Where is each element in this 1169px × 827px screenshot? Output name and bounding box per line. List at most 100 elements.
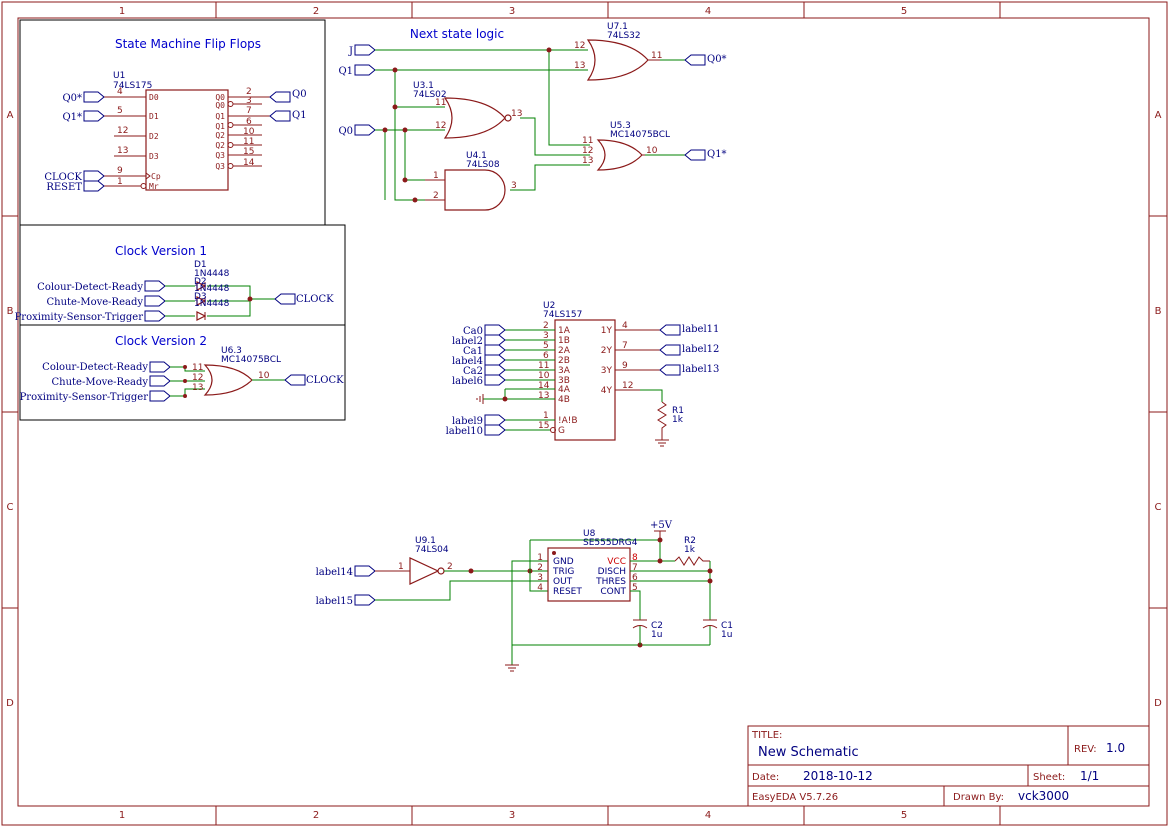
- u1-pin-num: 11: [243, 137, 254, 147]
- u1-flipflop-ic[interactable]: U1 74LS175 4 5 12 13 9 1 D0 D1 D2 D3 Cp …: [104, 71, 270, 191]
- vcc-label: +5V: [650, 520, 673, 531]
- pin-num: 11: [651, 51, 662, 61]
- d2-ref: D2: [194, 277, 207, 287]
- u8-pin-name: VCC: [607, 557, 626, 567]
- resistor-r1[interactable]: R1 1k: [657, 401, 684, 440]
- u8-555-timer[interactable]: U8 SE555DRG4 1 2 3 4 GND TRIG OUT RESET …: [537, 529, 638, 602]
- date-label: Date:: [752, 772, 779, 783]
- u1-pin-name: D3: [149, 152, 159, 161]
- u8-ref: U8: [583, 529, 596, 539]
- net-label: Ca0: [463, 326, 483, 337]
- u6-3-or-gate[interactable]: U6.3 MC14075BCL 11 12 13 10: [192, 346, 281, 396]
- u1-pin-name: Q0: [215, 93, 225, 102]
- u1-pin-name: Q1: [215, 112, 225, 121]
- net-label: CLOCK: [296, 294, 334, 305]
- col-label: 3: [509, 810, 515, 821]
- col-label: 5: [901, 810, 907, 821]
- u1-pin-num: 5: [117, 106, 123, 116]
- r1-ref: R1: [672, 406, 684, 416]
- pin-num: 10: [646, 146, 658, 156]
- net-label: CLOCK: [44, 172, 82, 183]
- r1-value: 1k: [672, 415, 684, 425]
- rev-label: REV:: [1074, 744, 1097, 755]
- pin-num: 11: [435, 98, 446, 108]
- section-title-next-state: Next state logic: [410, 27, 504, 41]
- diode-d2[interactable]: [196, 296, 207, 306]
- u2-netflags: Ca0 label2 Ca1 label4 Ca2 label6 label9 …: [446, 324, 720, 437]
- pin-num: 12: [435, 121, 446, 131]
- u8-pin-name: TRIG: [552, 567, 574, 577]
- col-label: 5: [901, 6, 907, 17]
- u6-3-part: MC14075BCL: [221, 355, 281, 365]
- u8-pin-num: 8: [632, 553, 638, 563]
- u2-ref: U2: [543, 301, 555, 311]
- net-label: Chute-Move-Ready: [51, 377, 148, 388]
- diode-d1[interactable]: [196, 281, 207, 291]
- row-label: A: [7, 110, 14, 121]
- u2-pin-name: G: [558, 426, 565, 436]
- pin-num: 13: [511, 109, 522, 119]
- title-value: New Schematic: [758, 745, 859, 760]
- u1-pin-name: D0: [149, 93, 159, 102]
- u2-pin-num: 15: [538, 421, 549, 431]
- u2-pin-name: 2B: [558, 356, 570, 366]
- resistor-r2[interactable]: R2 1k: [674, 536, 710, 566]
- r2-value: 1k: [684, 545, 696, 555]
- vcc-symbol: +5V: [650, 520, 673, 540]
- u1-pin-num: 4: [117, 87, 123, 97]
- capacitor-c2[interactable]: C2 1u: [632, 619, 663, 645]
- d3-part: 1N4448: [194, 299, 230, 309]
- col-label: 1: [119, 6, 125, 17]
- row-label: B: [1155, 306, 1162, 317]
- u1-pin-num: 6: [246, 117, 252, 127]
- u8-pin-name: CONT: [600, 587, 626, 597]
- next-state-logic: J Q1 Q0 U7.1 74LS32 12 13: [338, 22, 727, 211]
- pin-num: 3: [511, 181, 517, 191]
- pin-num: 1: [433, 171, 439, 181]
- u5-3-or-gate[interactable]: U5.3 MC14075BCL 11 12 13 10: [582, 121, 670, 171]
- section-title-flipflops: State Machine Flip Flops: [115, 37, 261, 51]
- u2-pin-num: 13: [538, 391, 549, 401]
- capacitor-c1[interactable]: C1 1u: [702, 619, 733, 645]
- u9-1-inverter[interactable]: U9.1 74LS04 1 2: [398, 536, 453, 585]
- u8-pin-num: 1: [537, 553, 543, 563]
- u2-pin-num: 6: [543, 351, 549, 361]
- u8-pin-name: OUT: [553, 577, 573, 587]
- u3-1-nor-gate[interactable]: U3.1 74LS02 11 12 13: [413, 81, 522, 139]
- ground-symbol: [505, 664, 519, 672]
- diode-d3[interactable]: [196, 311, 207, 321]
- net-label: Colour-Detect-Ready: [42, 362, 148, 373]
- section-title-clock-v2: Clock Version 2: [115, 334, 207, 348]
- pin-num: 12: [192, 373, 203, 383]
- u2-pins: 2 3 5 6 11 10 14 13 1 15 1A 1B 2A 2B 3A …: [476, 321, 663, 436]
- title-block: TITLE: New Schematic REV: 1.0 Date: 2018…: [747, 725, 1150, 807]
- u2-pin-num: 2: [543, 321, 549, 331]
- d1-ref: D1: [194, 260, 207, 270]
- row-label: B: [7, 306, 14, 317]
- net-label: Proximity-Sensor-Trigger: [20, 392, 149, 403]
- u1-ref: U1: [113, 71, 125, 81]
- pin-num: 11: [192, 363, 203, 373]
- u2-pin-num: 1: [543, 411, 549, 421]
- u1-pin-name: Q1: [215, 122, 225, 131]
- u2-pin-name: 4Y: [601, 386, 613, 396]
- u1-pin-num: 2: [246, 87, 252, 97]
- net-label: label13: [682, 364, 719, 375]
- net-label: Q0: [292, 89, 307, 100]
- u8-part: SE555DRG4: [583, 538, 638, 548]
- u8-pin-name: RESET: [553, 587, 582, 597]
- u1-pin-name: D2: [149, 132, 159, 141]
- u4-1-part: 74LS08: [466, 160, 500, 170]
- u8-pin-name: THRES: [595, 577, 626, 587]
- net-label: Chute-Move-Ready: [46, 297, 143, 308]
- u8-pin-num: 6: [632, 573, 638, 583]
- pin-num: 10: [258, 371, 270, 381]
- u2-mux-ic[interactable]: U2 74LS157: [543, 301, 616, 441]
- u2-pin-name: 1A: [558, 326, 571, 336]
- u7-1-or-gate[interactable]: U7.1 74LS32 12 13 11: [574, 22, 662, 81]
- u2-pin-name: 3Y: [601, 366, 613, 376]
- u4-1-and-gate[interactable]: U4.1 74LS08 1 2 3: [425, 151, 517, 211]
- u1-pin-name: Q0: [215, 101, 225, 110]
- u1-pin-num: 14: [243, 158, 255, 168]
- u1-pin-name: Q2: [215, 141, 225, 150]
